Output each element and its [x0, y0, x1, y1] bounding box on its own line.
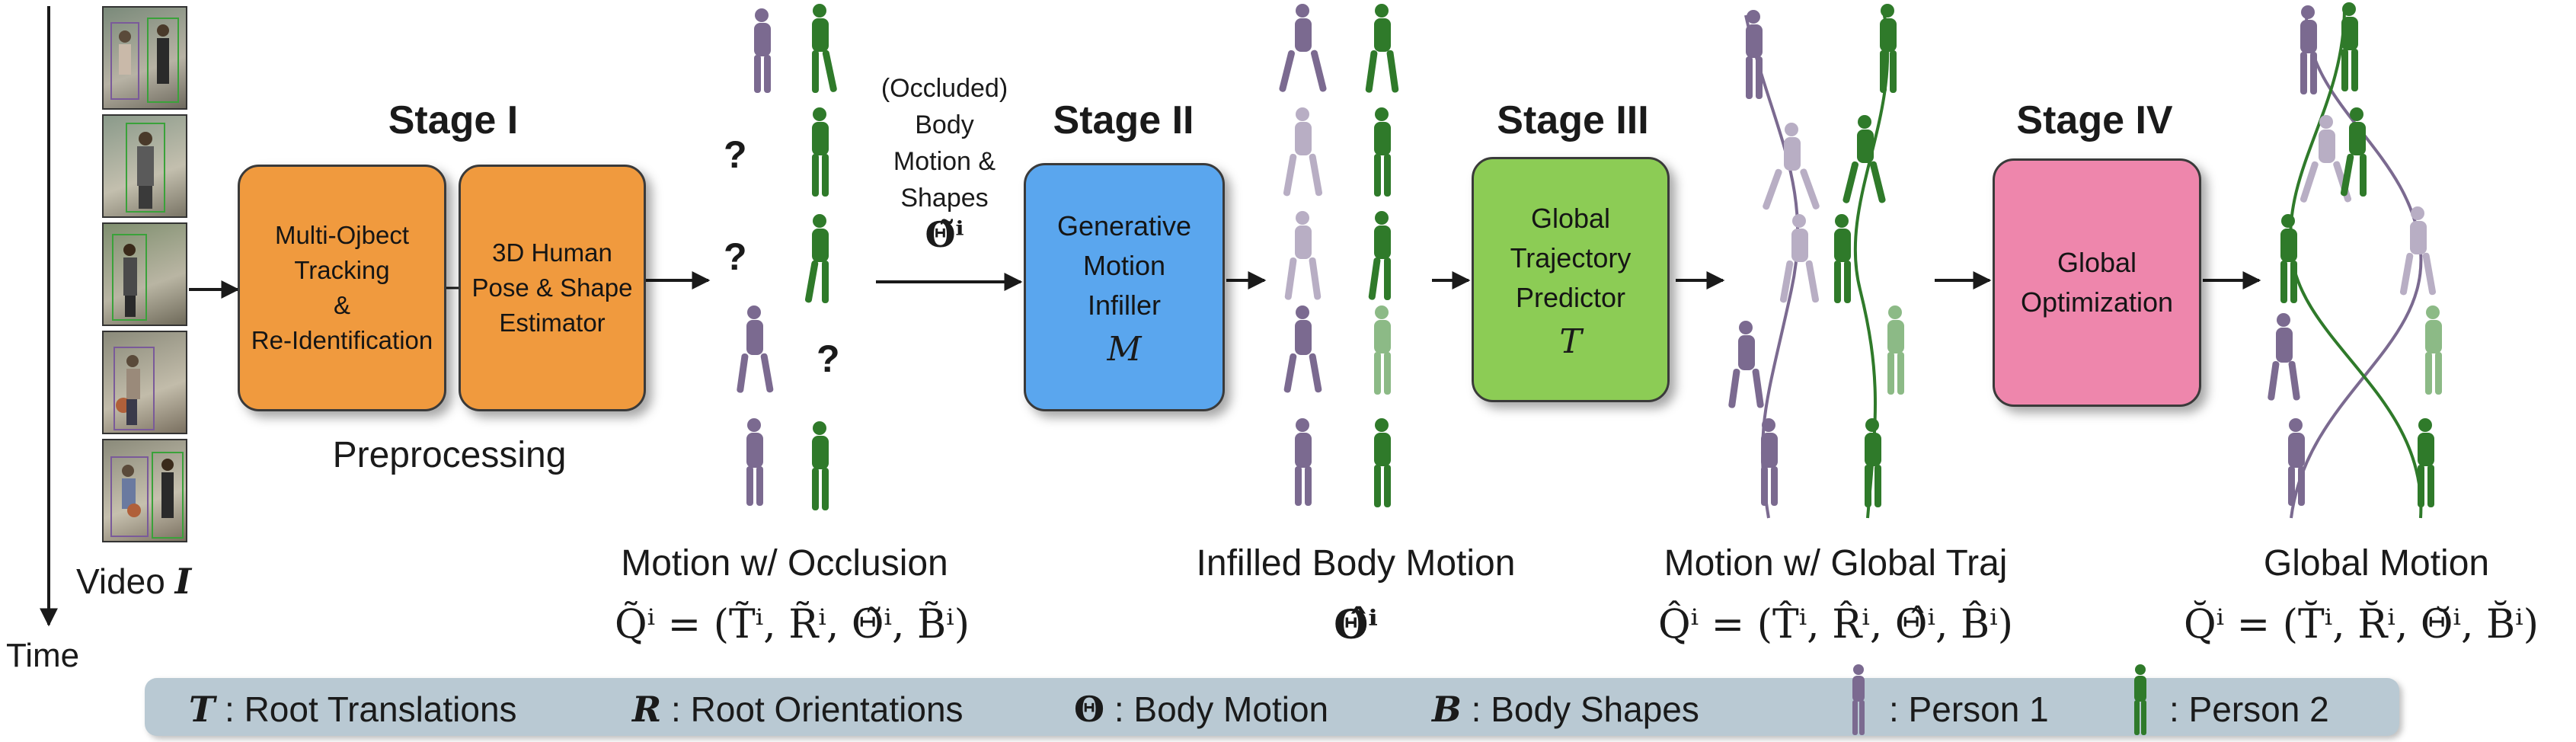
arrow-label-line3: Motion &	[893, 147, 996, 176]
person2-figures-occlusion	[804, 4, 837, 510]
occluded-question-mark-1: ?	[724, 133, 747, 176]
legend-theta-symbol: Θ	[1074, 689, 1105, 730]
legend-body-shapes: B : Body Shapes	[1432, 689, 1699, 730]
stage4-title: Stage IV	[2016, 98, 2173, 142]
occlusion-caption: Motion w/ Occlusion	[621, 543, 948, 584]
global-traj-formula: Q̂ⁱ = (T̂ⁱ, R̂ⁱ, Θ̂ⁱ, B̂ⁱ)	[1658, 602, 2013, 648]
occluded-motion-label: (Occluded) Body Motion & Shapes Θ̃ⁱ	[868, 70, 1021, 253]
person1-legend-icon	[1852, 664, 1865, 735]
legend-r-symbol: R	[632, 689, 662, 730]
video-label: Video I	[76, 561, 191, 602]
person2-figures-infilled	[1365, 4, 1399, 507]
video-frame-4	[102, 331, 187, 434]
global-traj-caption: Motion w/ Global Traj	[1664, 543, 2008, 584]
occlusion-formula: Q̃ⁱ = (T̃ⁱ, R̃ⁱ, Θ̃ⁱ, B̃ⁱ)	[615, 602, 970, 648]
motion-infiller-text: Generative Motion Infiller	[1056, 209, 1192, 321]
infilled-caption: Infilled Body Motion	[1196, 543, 1516, 584]
stage2-title: Stage II	[1053, 98, 1194, 142]
legend-t-label: : Root Translations	[225, 689, 517, 729]
video-symbol: I	[174, 561, 192, 602]
video-label-text: Video	[76, 561, 165, 601]
motion-infiller-symbol: M	[1107, 329, 1142, 369]
infilled-figures	[1279, 4, 1399, 507]
person2-legend-icon	[2134, 664, 2146, 735]
global-motion-formula: Q̆ⁱ = (T̆ⁱ, R̆ⁱ, Θ̆ⁱ, B̆ⁱ)	[2184, 602, 2539, 648]
legend-root-orientations: R : Root Orientations	[632, 689, 964, 730]
global-traj-figures	[1728, 4, 1904, 519]
stage3-title: Stage III	[1497, 98, 1649, 142]
tracking-reid-box: Multi-Ojbect Tracking & Re-Identificatio…	[238, 165, 446, 411]
video-frame-2	[102, 114, 187, 218]
trajectory-predictor-text: Global Trajectory Predictor	[1510, 202, 1632, 313]
legend-root-translations: T : Root Translations	[189, 689, 517, 730]
occlusion-figures	[737, 4, 837, 510]
arrow-label-line1: (Occluded)	[881, 74, 1008, 103]
person2-figures-globalmotion	[2280, 2, 2442, 507]
global-motion-figures	[2268, 2, 2442, 519]
global-optimization-box: Global Optimization	[1993, 158, 2201, 407]
arrow-label-line2: Body	[915, 110, 974, 139]
video-frame-5	[102, 439, 187, 542]
arrow-label-symbol: Θ̃ⁱ	[925, 214, 964, 255]
video-frame-3	[102, 222, 187, 326]
global-optimization-text: Global Optimization	[2020, 247, 2174, 318]
trajectory-predictor-box: Global Trajectory Predictor T	[1472, 157, 1670, 402]
legend-r-label: : Root Orientations	[671, 689, 964, 729]
person1-figures-occlusion	[737, 8, 774, 506]
global-motion-caption: Global Motion	[2263, 543, 2490, 584]
trajectory-predictor-symbol: T	[1559, 321, 1582, 361]
person2-figures-globaltraj	[1834, 4, 1904, 507]
time-label: Time	[6, 637, 80, 674]
pose-shape-estimator-box: 3D Human Pose & Shape Estimator	[459, 165, 646, 411]
legend-b-label: : Body Shapes	[1471, 689, 1699, 729]
video-frame-1	[102, 6, 187, 110]
legend-person1: : Person 1	[1889, 689, 2049, 729]
person1-figures-infilled	[1279, 4, 1327, 506]
preprocessing-caption: Preprocessing	[332, 435, 567, 475]
legend-body-motion: Θ : Body Motion	[1074, 689, 1328, 730]
infilled-formula: Θ̂ⁱ	[1334, 602, 1378, 648]
motion-infiller-box: Generative Motion Infiller M	[1024, 163, 1225, 411]
person1-figures-globaltraj	[1728, 10, 1820, 506]
stage1-title: Stage I	[388, 98, 519, 142]
legend-b-symbol: B	[1432, 689, 1462, 730]
occluded-question-mark-2: ?	[724, 235, 747, 278]
pose-shape-estimator-text: 3D Human Pose & Shape Estimator	[471, 238, 633, 337]
arrow-label-line4: Shapes	[900, 184, 989, 213]
legend-person2: : Person 2	[2169, 689, 2329, 729]
legend-theta-label: : Body Motion	[1114, 689, 1329, 729]
legend-bar	[145, 678, 2399, 736]
occluded-question-mark-3: ?	[817, 337, 840, 380]
tracking-reid-text: Multi-Ojbect Tracking & Re-Identificatio…	[251, 221, 433, 354]
legend-t-symbol: T	[189, 689, 216, 730]
